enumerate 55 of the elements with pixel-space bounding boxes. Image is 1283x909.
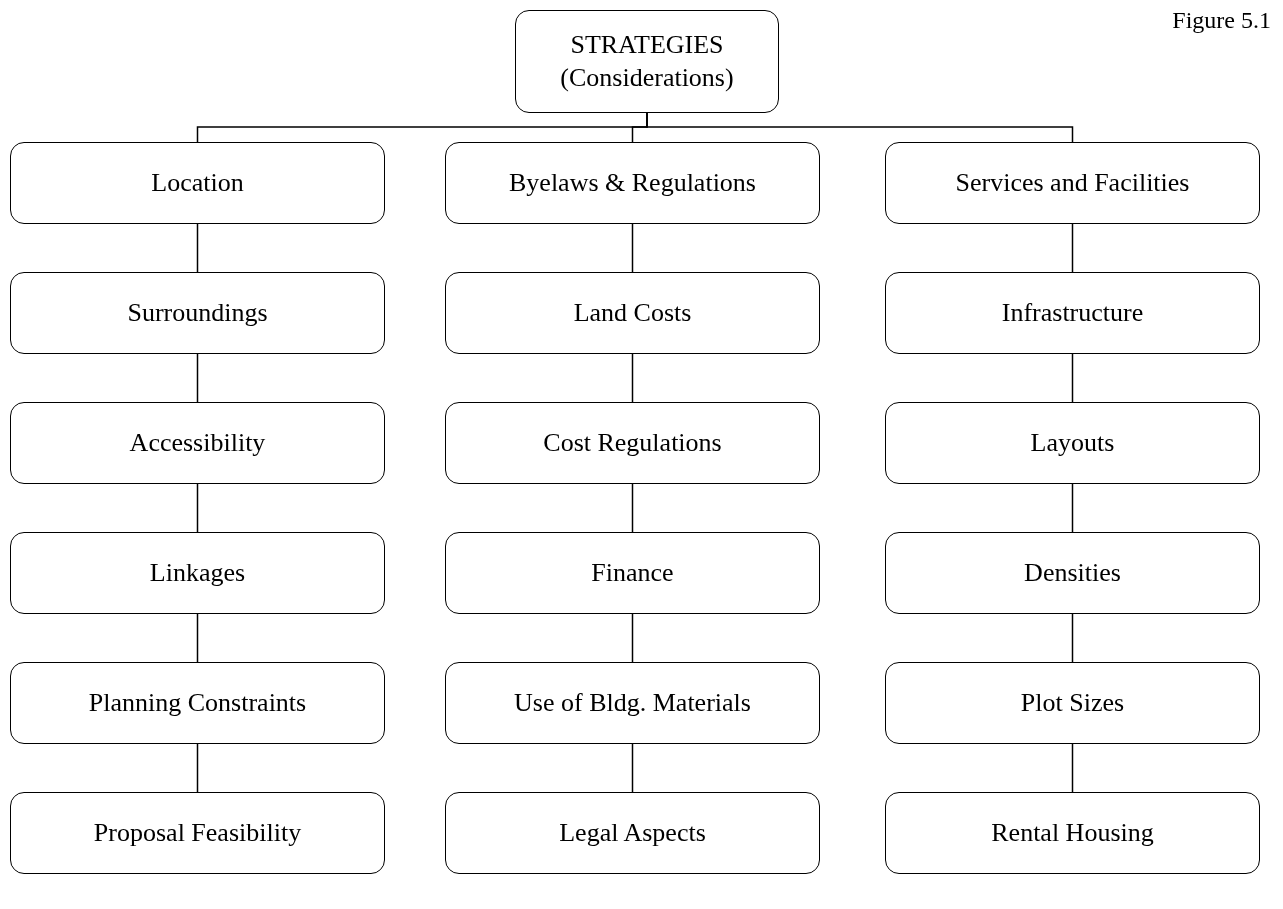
box-label: Densities bbox=[1024, 556, 1121, 589]
rounded-box bbox=[885, 532, 1260, 614]
rounded-box bbox=[885, 792, 1260, 874]
box-label: Legal Aspects bbox=[559, 816, 706, 849]
rounded-box bbox=[445, 792, 820, 874]
box-label: Layouts bbox=[1030, 426, 1115, 459]
box-label: Accessibility bbox=[129, 426, 266, 459]
connector-line bbox=[196, 613, 199, 663]
connector-line bbox=[631, 353, 634, 403]
box-label: Services and Facilities bbox=[955, 166, 1190, 199]
box-label: Byelaws & Regulations bbox=[509, 166, 756, 199]
rounded-box bbox=[885, 272, 1260, 354]
box-label: Rental Housing bbox=[991, 816, 1154, 849]
connector-line bbox=[196, 743, 199, 793]
box-label: STRATEGIES (Considerations) bbox=[559, 29, 735, 94]
box-label: Cost Regulations bbox=[543, 426, 722, 459]
box-label: Infrastructure bbox=[1001, 296, 1144, 329]
connector-line bbox=[196, 353, 199, 403]
connector-line bbox=[631, 613, 634, 663]
connector-line bbox=[1071, 223, 1074, 273]
box-label: Planning Constraints bbox=[88, 686, 307, 719]
connector-line bbox=[631, 743, 634, 793]
connector-line bbox=[631, 223, 634, 273]
box-label: Linkages bbox=[149, 556, 246, 589]
rounded-box bbox=[445, 272, 820, 354]
rounded-box bbox=[515, 10, 779, 113]
rounded-box bbox=[10, 792, 385, 874]
box-label: Use of Bldg. Materials bbox=[514, 686, 751, 719]
connector-line bbox=[1071, 613, 1074, 663]
rounded-box bbox=[445, 142, 820, 224]
box-label: Proposal Feasibility bbox=[93, 816, 302, 849]
connector-line bbox=[1071, 483, 1074, 533]
connector-line bbox=[646, 112, 1074, 143]
connector-line bbox=[196, 223, 199, 273]
rounded-box bbox=[10, 402, 385, 484]
rounded-box bbox=[10, 142, 385, 224]
rounded-box bbox=[445, 402, 820, 484]
figure-label: Figure 5.1 bbox=[1172, 6, 1271, 35]
rounded-box bbox=[445, 662, 820, 744]
box-label: Finance bbox=[591, 556, 674, 589]
box-label: Plot Sizes bbox=[1020, 686, 1125, 719]
rounded-box bbox=[885, 142, 1260, 224]
rounded-box bbox=[10, 532, 385, 614]
rounded-box bbox=[445, 532, 820, 614]
rounded-box bbox=[10, 662, 385, 744]
rounded-box bbox=[10, 272, 385, 354]
rounded-box bbox=[885, 402, 1260, 484]
box-label: Land Costs bbox=[573, 296, 692, 329]
box-label: Surroundings bbox=[127, 296, 268, 329]
connector-line bbox=[196, 483, 199, 533]
box-label: Location bbox=[151, 166, 244, 199]
rounded-box bbox=[885, 662, 1260, 744]
connector-line bbox=[1071, 743, 1074, 793]
connector-line bbox=[631, 483, 634, 533]
connector-line bbox=[1071, 353, 1074, 403]
